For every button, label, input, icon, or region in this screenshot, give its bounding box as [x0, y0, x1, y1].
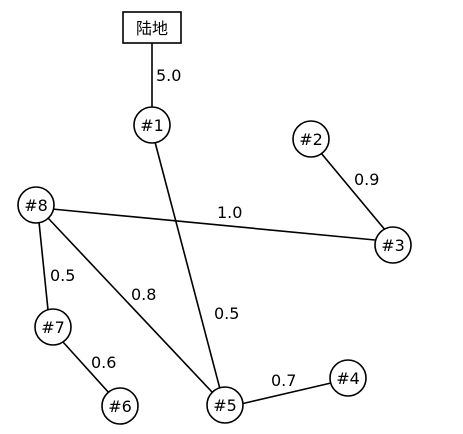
edge-label-land-1: 5.0 [156, 66, 181, 85]
edge-labels: 5.0 0.9 1.0 0.5 0.8 0.5 0.6 0.7 [50, 66, 379, 390]
edges [38, 43, 387, 405]
edge-1-5 [154, 141, 221, 390]
edge-label-2-3: 0.9 [354, 170, 379, 189]
land-node: 陆地 [122, 11, 182, 44]
node-7: #7 [34, 308, 72, 346]
node-label-1: #1 [140, 116, 164, 135]
node-8: #8 [17, 186, 55, 224]
node-label-5: #5 [213, 396, 237, 415]
edge-8-5 [47, 217, 213, 393]
edge-label-1-5: 0.5 [214, 304, 239, 323]
node-label-3: #3 [381, 236, 405, 255]
node-6: #6 [101, 387, 139, 425]
nodes: #1 #2 #3 #4 #5 #6 #7 #8 [17, 106, 412, 425]
land-label: 陆地 [136, 19, 168, 38]
node-label-4: #4 [336, 369, 360, 388]
node-label-6: #6 [108, 397, 132, 416]
edge-label-8-3: 1.0 [217, 203, 242, 222]
node-3: #3 [374, 226, 412, 264]
node-1: #1 [133, 106, 171, 144]
node-label-2: #2 [299, 130, 323, 149]
node-4: #4 [329, 359, 367, 397]
node-2: #2 [292, 120, 330, 158]
edge-8-3 [51, 208, 376, 241]
edge-label-7-6: 0.6 [91, 353, 116, 372]
land-box [122, 11, 182, 44]
edge-label-8-5: 0.8 [131, 285, 156, 304]
edge-7-6 [62, 341, 111, 395]
node-label-8: #8 [24, 196, 48, 215]
node-5: #5 [206, 386, 244, 424]
node-label-7: #7 [41, 318, 65, 337]
edge-8-7 [38, 221, 49, 311]
edge-label-5-4: 0.7 [271, 371, 296, 390]
edge-label-8-7: 0.5 [50, 266, 75, 285]
edge-2-3 [320, 152, 387, 232]
edge-5-4 [240, 382, 332, 405]
